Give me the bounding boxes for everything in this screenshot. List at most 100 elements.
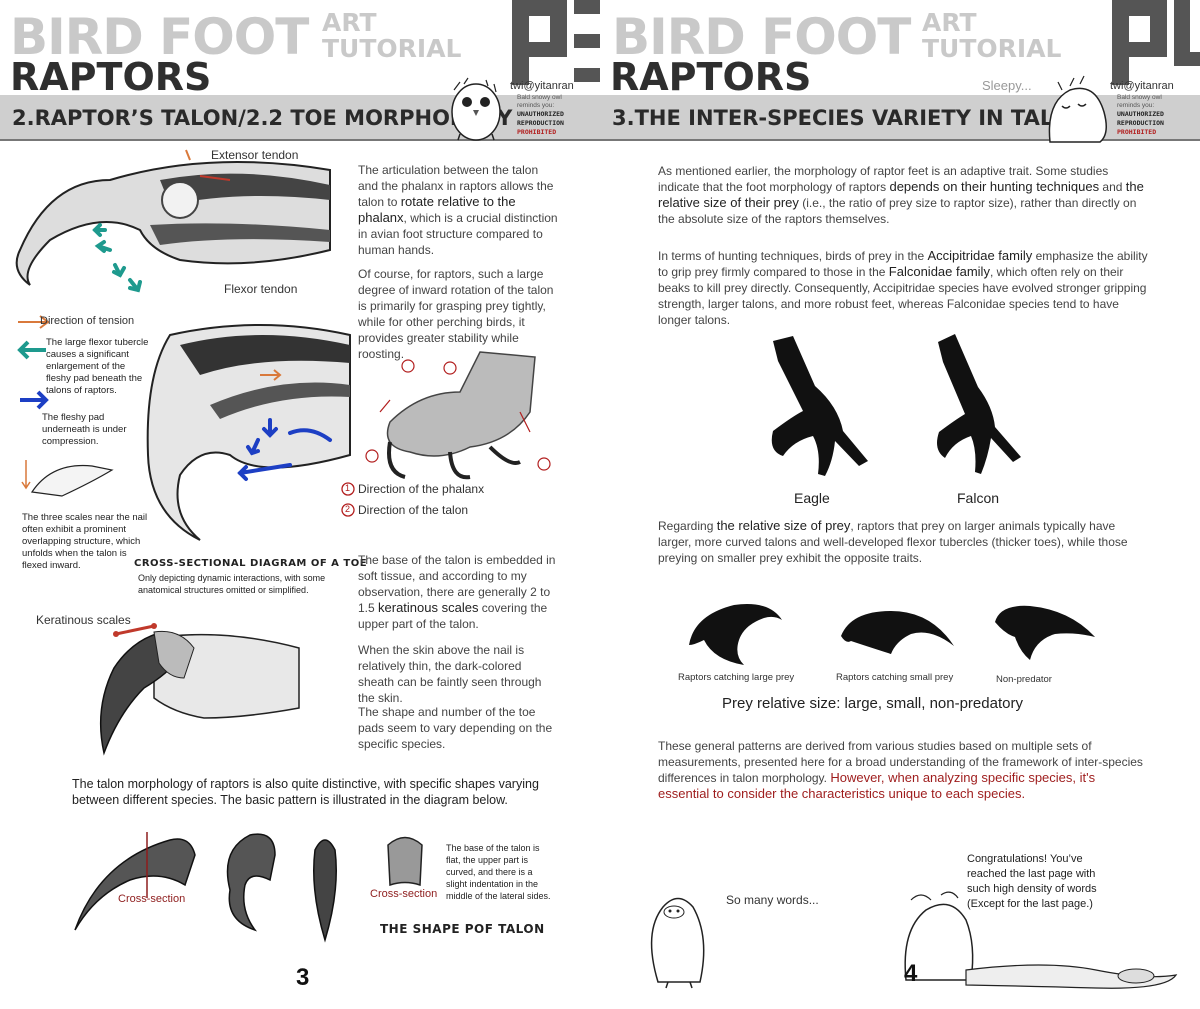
talon-tendon-diagram: [15, 149, 331, 293]
header-subtitle: RAPTORS: [610, 55, 812, 99]
tired-owl-drawing: [650, 897, 705, 989]
owl-mascot-icon: [451, 77, 501, 141]
small-prey-talon-silhouette: [841, 611, 954, 654]
eagle-foot-silhouette: [771, 336, 868, 476]
para-text: These general patterns are derived from …: [658, 739, 1143, 785]
header-title: BIRD FOOT: [612, 8, 911, 66]
keratin-paragraph: The base of the talon is embedded in sof…: [358, 552, 558, 632]
legend-pad: The fleshy pad underneath is under compr…: [42, 412, 127, 447]
cross-section-title: CROSS-SECTIONAL DIAGRAM OF A TOE: [134, 558, 368, 569]
general-patterns-paragraph: These general patterns are derived from …: [658, 738, 1150, 802]
credit-handle: twi@yitanran: [1110, 80, 1174, 92]
para-emphasis: rotate relative to the phalanx: [358, 194, 516, 225]
pe-logo: [512, 0, 600, 85]
right-page: BIRD FOOT ART TUTORIAL RAPTORS Sleepy...…: [600, 0, 1200, 1009]
direction-num-2: 2: [345, 504, 351, 514]
legend-scales: The three scales near the nail often exh…: [22, 512, 148, 571]
para-text: Regarding: [658, 519, 717, 533]
notice-line: reminds you:: [1117, 102, 1155, 109]
legend-tubercle: The large flexor tubercle causes a signi…: [46, 337, 149, 396]
talon-base-description: The base of the talon is flat, the upper…: [446, 843, 551, 901]
small-prey-label: Raptors catching small prey: [836, 672, 954, 683]
para-emphasis: depends on their hunting techniques: [889, 179, 1100, 194]
notice-line: Bald snowy owl: [517, 94, 562, 101]
legend-tension: Direction of tension: [40, 315, 135, 327]
notice-line: REPRODUCTION: [517, 119, 564, 127]
cross-section-note: Only depicting dynamic interactions, wit…: [138, 573, 326, 595]
para-text: , which often rely on their beaks to kil…: [658, 265, 1147, 327]
toe-pads-paragraph: The shape and number of the toe pads see…: [358, 705, 553, 751]
flexor-tendon-label: Flexor tendon: [224, 282, 298, 296]
congratulations-note: Congratulations! You’ve reached the last…: [967, 853, 1097, 910]
notice-line: reminds you:: [517, 102, 555, 109]
header-subtitle: RAPTORS: [10, 55, 212, 99]
pad-arrow-icon: [20, 390, 49, 410]
para-emphasis: Accipitridae family: [927, 248, 1033, 263]
section-title: 2.RAPTOR’S TALON/2.2 TOE MORPHOLOGY: [12, 106, 513, 130]
credit-handle: twi@yitanran: [510, 80, 574, 92]
large-prey-label: Raptors catching large prey: [678, 672, 795, 683]
falcon-foot-silhouette: [937, 334, 1021, 474]
page-number-left: 3: [296, 964, 310, 991]
pl-logo: [1112, 0, 1200, 85]
direction-talon-label: Direction of the talon: [358, 503, 469, 517]
prey-size-caption: Prey relative size: large, small, non-pr…: [722, 695, 1023, 712]
shape-title: THE SHAPE POF TALON: [380, 922, 545, 936]
para-text: In terms of hunting techniques, birds of…: [658, 249, 928, 263]
cross-section-label-2: Cross-section: [370, 888, 438, 900]
sleepy-owl-mascot-icon: [1048, 75, 1107, 143]
notice-block: Bald snowy owl reminds you: UNAUTHORIZED…: [517, 94, 577, 137]
pe-logo-icon: [512, 0, 600, 85]
header-art-word: ART: [322, 8, 377, 37]
sheath-paragraph: When the skin above the nail is relative…: [358, 643, 542, 705]
para-text: The base of the talon is embedded in sof…: [358, 553, 556, 615]
circled-two-icon: [341, 503, 355, 517]
pl-logo-icon: [1112, 0, 1200, 85]
notice-block: Bald snowy owl reminds you: UNAUTHORIZED…: [1117, 94, 1177, 137]
header-tutorial-word: TUTORIAL: [922, 34, 1062, 63]
rotation-paragraph: Of course, for raptors, such a large deg…: [358, 267, 554, 361]
para-text: The articulation between the talon and t…: [358, 163, 554, 209]
para-emphasis: keratinous scales: [378, 600, 479, 615]
notice-line: REPRODUCTION: [1117, 119, 1164, 127]
direction-phalanx-label: Direction of the phalanx: [358, 482, 485, 496]
foot-direction-sketch: [365, 351, 551, 480]
eagle-label: Eagle: [794, 490, 830, 506]
scales-sketch: [21, 460, 114, 497]
para-text: emphasize the ability to grip prey firml…: [658, 249, 1148, 279]
direction-num-1: 1: [345, 483, 351, 493]
hunting-techniques-paragraph: In terms of hunting techniques, birds of…: [658, 248, 1150, 328]
para-emphasis: the relative size of prey: [716, 518, 851, 533]
cross-section-label-1: Cross-section: [118, 893, 186, 905]
large-prey-talon-silhouette: [689, 604, 782, 665]
tubercle-arrow-icon: [17, 340, 46, 360]
para-text: and: [1099, 180, 1126, 194]
owl-speech: So many words...: [726, 893, 819, 907]
para-text: (i.e., the ratio of prey size to raptor …: [658, 196, 1137, 226]
falcon-label: Falcon: [957, 490, 1000, 506]
header-title: BIRD FOOT: [10, 8, 309, 66]
talon-cross-section-shape: [387, 836, 423, 887]
tension-arrow-icon: [18, 315, 50, 329]
non-predator-label: Non-predator: [996, 674, 1052, 685]
notice-line-red: PROHIBITED: [1117, 128, 1157, 136]
sleepy-text: Sleepy...: [982, 78, 1032, 93]
extensor-tendon-label: Extensor tendon: [211, 148, 299, 162]
header-art-word: ART: [922, 8, 977, 37]
notice-line: Bald snowy owl: [1117, 94, 1162, 101]
para-text: As mentioned earlier, the morphology of …: [658, 164, 1109, 194]
adaptive-trait-paragraph: As mentioned earlier, the morphology of …: [658, 163, 1150, 227]
legend-arrows: [17, 315, 50, 410]
keratinous-scales-sketch: [99, 623, 300, 756]
talon-shape-diagrams: [74, 832, 337, 943]
keratinous-scales-label: Keratinous scales: [36, 613, 131, 627]
left-page: BIRD FOOT ART TUTORIAL RAPTORS twi@yitan…: [0, 0, 600, 991]
reclining-owl-drawing: [904, 891, 1178, 989]
page-number-right: 4: [904, 960, 918, 987]
para-text: , which is a crucial distinction in avia…: [358, 211, 558, 257]
notice-line-red: PROHIBITED: [517, 128, 557, 136]
articulation-paragraph: The articulation between the talon and t…: [358, 162, 558, 258]
para-text: covering the upper part of the talon.: [358, 601, 548, 631]
notice-line: UNAUTHORIZED: [517, 110, 564, 118]
para-emphasis: Falconidae family: [888, 264, 990, 279]
